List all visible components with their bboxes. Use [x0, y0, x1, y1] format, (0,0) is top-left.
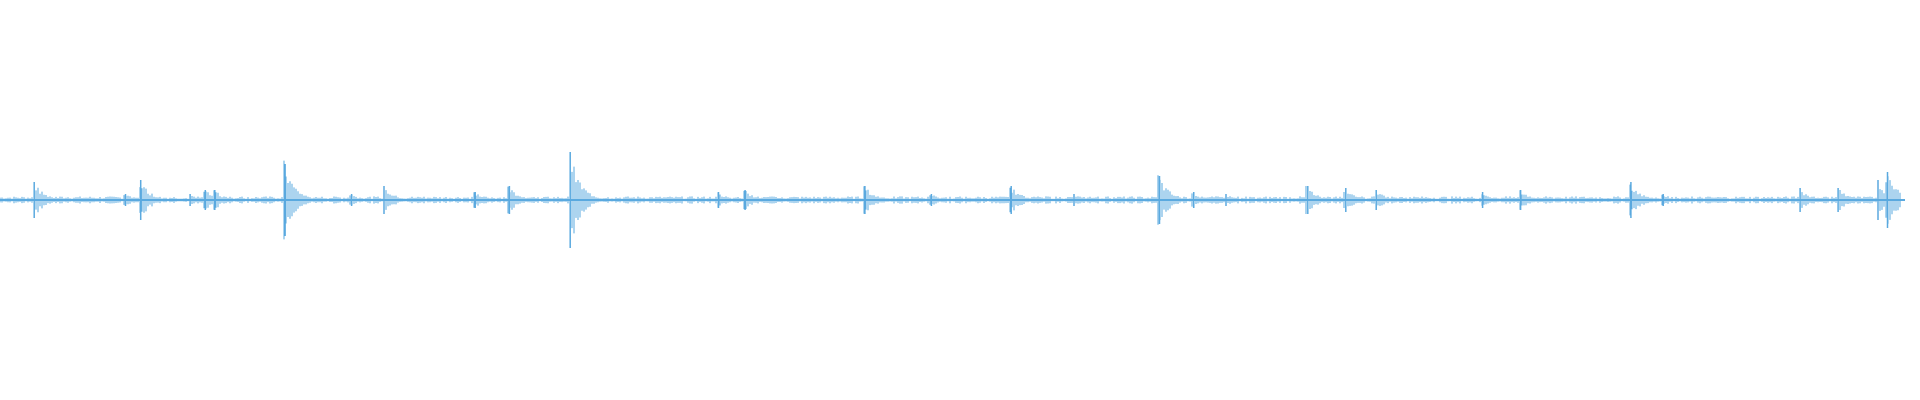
waveform-bars [0, 160, 1901, 240]
waveform-peaks [33, 152, 1889, 248]
waveform-envelope [0, 160, 1901, 240]
